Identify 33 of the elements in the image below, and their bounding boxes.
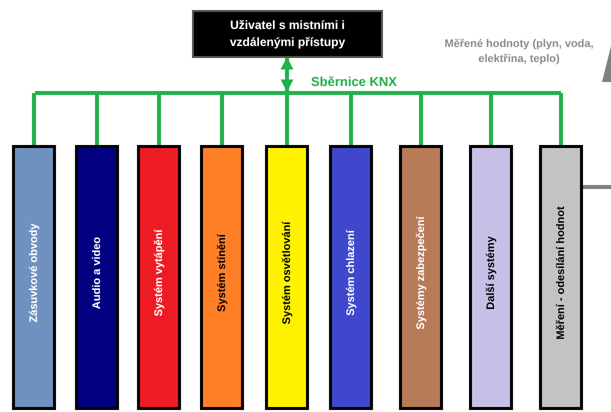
system-bar — [200, 145, 244, 410]
connector-line — [32, 93, 36, 145]
connector-line — [285, 93, 289, 145]
vertical-label: Systém stínění — [214, 234, 229, 312]
system-bar — [399, 145, 443, 410]
vertical-label: Systémy zabezpečení — [414, 216, 428, 330]
vertical-label: Systém vytápění — [152, 230, 166, 316]
system-bar — [329, 145, 373, 410]
vertical-label: Zásuvkové obvody — [26, 223, 41, 323]
connector-line — [157, 93, 161, 145]
system-bar — [265, 145, 309, 410]
system-bar — [137, 145, 181, 410]
bus-label: Sběrnice KNX — [311, 73, 397, 91]
box-label: Uživatel s mistními i vzdálenými přístupy — [228, 17, 346, 51]
connector-line — [559, 93, 563, 145]
connector-line — [489, 93, 493, 145]
connector-line — [583, 185, 611, 189]
note-text: Měřené hodnoty (plyn, voda, elektřina, teplo) — [443, 37, 595, 67]
vertical-label: Systém chlazení — [344, 230, 358, 316]
connector-line — [349, 93, 353, 145]
connector-line — [95, 93, 99, 145]
system-bar — [469, 145, 513, 410]
vertical-label: Audio a video — [90, 236, 104, 310]
connector-line — [220, 93, 224, 145]
vertical-label: Další systémy — [484, 236, 498, 310]
system-bar — [12, 145, 56, 410]
connector-line — [280, 56, 294, 92]
connector-line — [419, 93, 423, 145]
system-bar — [75, 145, 119, 410]
user-box — [192, 10, 383, 58]
vertical-label: Systém osvětlování — [280, 222, 294, 324]
system-bar — [539, 145, 583, 410]
vertical-label: Měření - odesílání hodnot — [554, 206, 568, 340]
